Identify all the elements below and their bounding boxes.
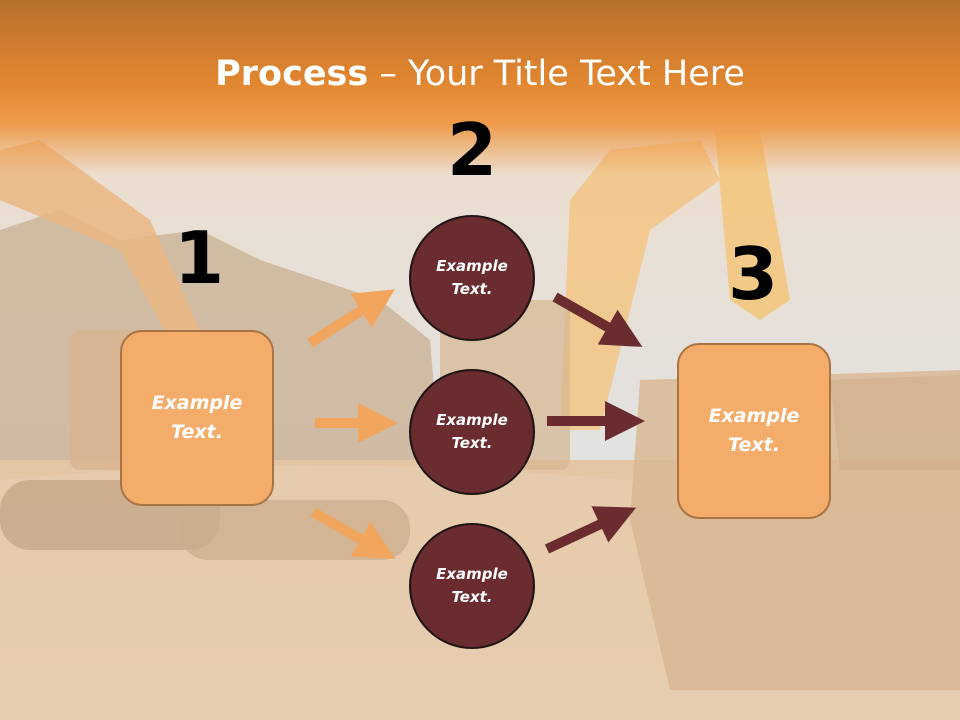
step-number-3: 3 [727,232,779,316]
arrow-box1-to-circle3 [310,507,396,559]
step-box-1[interactable]: Example Text. [120,330,274,506]
step-circle-1[interactable]: Example Text. [409,215,535,341]
title-rest: – Your Title Text Here [368,54,745,94]
step-number-2: 2 [446,108,498,192]
step-box-1-text: Example Text. [151,392,243,443]
step-circle-2[interactable]: Example Text. [409,369,535,495]
step-circle-3-text: Example Text. [436,565,508,606]
step-box-3[interactable]: Example Text. [677,343,831,519]
arrow-circle1-to-box3 [552,292,643,347]
title-band [0,0,960,175]
title-bold: Process [215,54,369,94]
step-circle-1-text: Example Text. [436,257,508,298]
step-box-3-text: Example Text. [708,405,800,456]
arrow-box1-to-circle1 [307,289,395,348]
step-circle-3[interactable]: Example Text. [409,523,535,649]
slide-title: Process – Your Title Text Here [0,52,960,96]
step-circle-2-text: Example Text. [436,411,508,452]
arrow-circle3-to-box3 [544,506,637,554]
step-number-1: 1 [173,216,225,300]
